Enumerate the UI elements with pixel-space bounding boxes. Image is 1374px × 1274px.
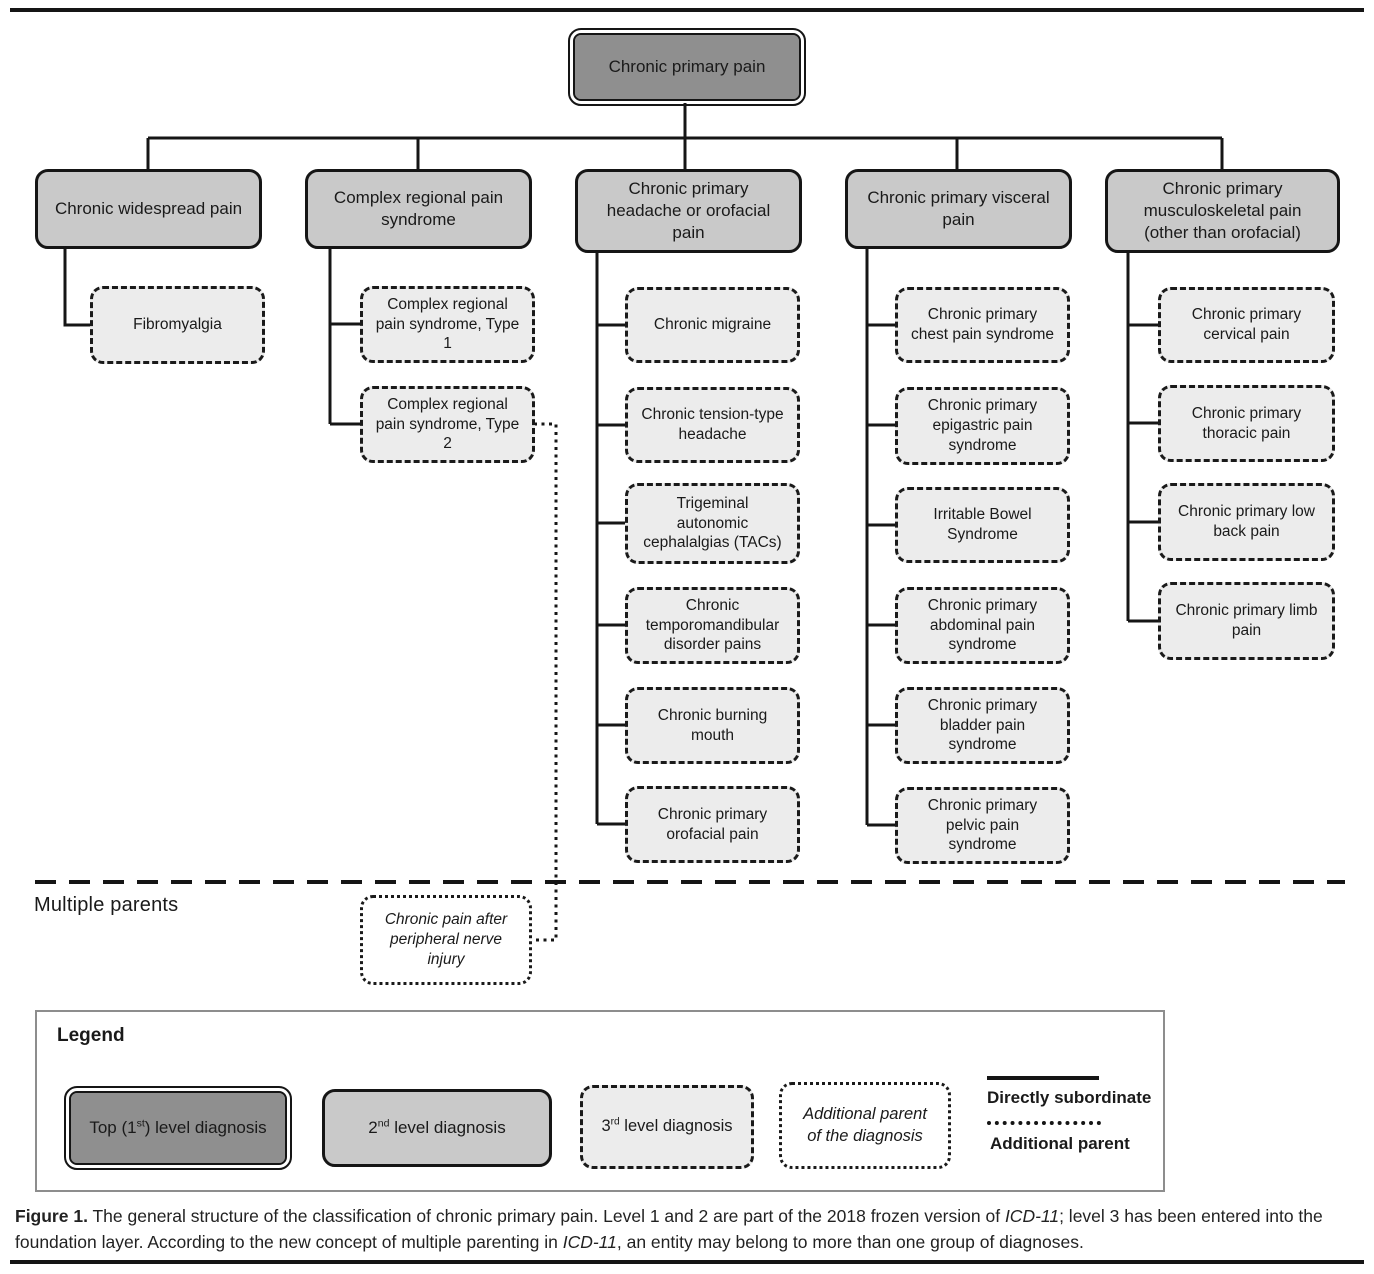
- caption-italic-icd11-1: ICD-11: [1004, 1206, 1060, 1226]
- legend-top-level-text: Top (1st) level diagnosis: [89, 1117, 267, 1138]
- top-rule: [10, 8, 1364, 12]
- multiple-parents-label: Multiple parents: [34, 894, 179, 916]
- node-chronic-primary-visceral-pain: Chronic primary visceral pain: [845, 169, 1072, 249]
- node-chronic-primary-abdominal-pain-syndrome: Chronic primary abdominal pain syndrome: [895, 587, 1070, 664]
- legend: Legend Top (1st) level diagnosis 2nd lev…: [35, 1010, 1165, 1192]
- legend-second-level-diagnosis: 2nd level diagnosis: [322, 1089, 552, 1167]
- caption-figure-number: Figure 1.: [15, 1206, 88, 1226]
- node-chronic-primary-bladder-pain-syndrome: Chronic primary bladder pain syndrome: [895, 687, 1070, 764]
- node-chronic-pain-after-peripheral-nerve-injury: Chronic pain after peripheral nerve inju…: [360, 895, 532, 985]
- node-crps-type-2: Complex regional pain syndrome, Type 2: [360, 386, 535, 463]
- legend-solid-line-sample: [987, 1076, 1099, 1080]
- node-trigeminal-autonomic-cephalalgias: Trigeminal autonomic cephalalgias (TACs): [625, 483, 800, 564]
- legend-title: Legend: [57, 1025, 125, 1046]
- node-chronic-primary-low-back-pain: Chronic primary low back pain: [1158, 483, 1335, 561]
- node-complex-regional-pain-syndrome: Complex regional pain syndrome: [305, 169, 532, 249]
- connector-widespread: [63, 247, 92, 327]
- node-fibromyalgia: Fibromyalgia: [90, 286, 265, 364]
- node-chronic-primary-headache-orofacial: Chronic primary headache or orofacial pa…: [575, 169, 802, 253]
- figure-caption: Figure 1. The general structure of the c…: [15, 1206, 1323, 1253]
- node-chronic-primary-chest-pain-syndrome: Chronic primary chest pain syndrome: [895, 287, 1070, 363]
- node-chronic-primary-thoracic-pain: Chronic primary thoracic pain: [1158, 385, 1335, 462]
- connector-visceral: [865, 247, 897, 827]
- connector-crps: [328, 247, 362, 426]
- legend-top-level-diagnosis: Top (1st) level diagnosis: [64, 1086, 292, 1170]
- node-chronic-primary-cervical-pain: Chronic primary cervical pain: [1158, 287, 1335, 363]
- node-chronic-primary-musculoskeletal-pain: Chronic primary musculoskeletal pain (ot…: [1105, 169, 1340, 253]
- connector-headache: [595, 249, 627, 826]
- node-irritable-bowel-syndrome: Irritable Bowel Syndrome: [895, 487, 1070, 563]
- node-chronic-temporomandibular-disorder-pains: Chronic temporomandibular disorder pains: [625, 587, 800, 664]
- node-chronic-burning-mouth: Chronic burning mouth: [625, 687, 800, 764]
- node-chronic-migraine: Chronic migraine: [625, 287, 800, 363]
- caption-italic-icd11-2: ICD-11: [562, 1232, 617, 1253]
- node-chronic-primary-pelvic-pain-syndrome: Chronic primary pelvic pain syndrome: [895, 787, 1070, 864]
- legend-second-level-text: 2nd level diagnosis: [368, 1117, 506, 1138]
- node-crps-type-1: Complex regional pain syndrome, Type 1: [360, 286, 535, 363]
- node-chronic-primary-pain: Chronic primary pain: [568, 28, 806, 106]
- legend-third-level-diagnosis: 3rd level diagnosis: [580, 1085, 754, 1169]
- node-chronic-primary-limb-pain: Chronic primary limb pain: [1158, 582, 1335, 660]
- node-chronic-tension-type-headache: Chronic tension-type headache: [625, 387, 800, 463]
- legend-additional-parent-box: Additional parent of the diagnosis: [779, 1082, 951, 1169]
- node-chronic-primary-epigastric-pain-syndrome: Chronic primary epigastric pain syndrome: [895, 387, 1070, 465]
- connector-crossbar-drops: [146, 138, 1224, 170]
- connector-msk: [1126, 249, 1160, 623]
- bottom-rule: [10, 1260, 1364, 1264]
- connector-additional-parent: [534, 422, 558, 942]
- legend-third-level-text: 3rd level diagnosis: [601, 1116, 733, 1136]
- node-chronic-widespread-pain: Chronic widespread pain: [35, 169, 262, 249]
- legend-dotted-line-sample: [987, 1121, 1101, 1125]
- legend-additional-parent-label: Additional parent: [990, 1134, 1130, 1153]
- legend-directly-subordinate-label: Directly subordinate: [987, 1088, 1152, 1107]
- node-chronic-primary-orofacial-pain: Chronic primary orofacial pain: [625, 786, 800, 863]
